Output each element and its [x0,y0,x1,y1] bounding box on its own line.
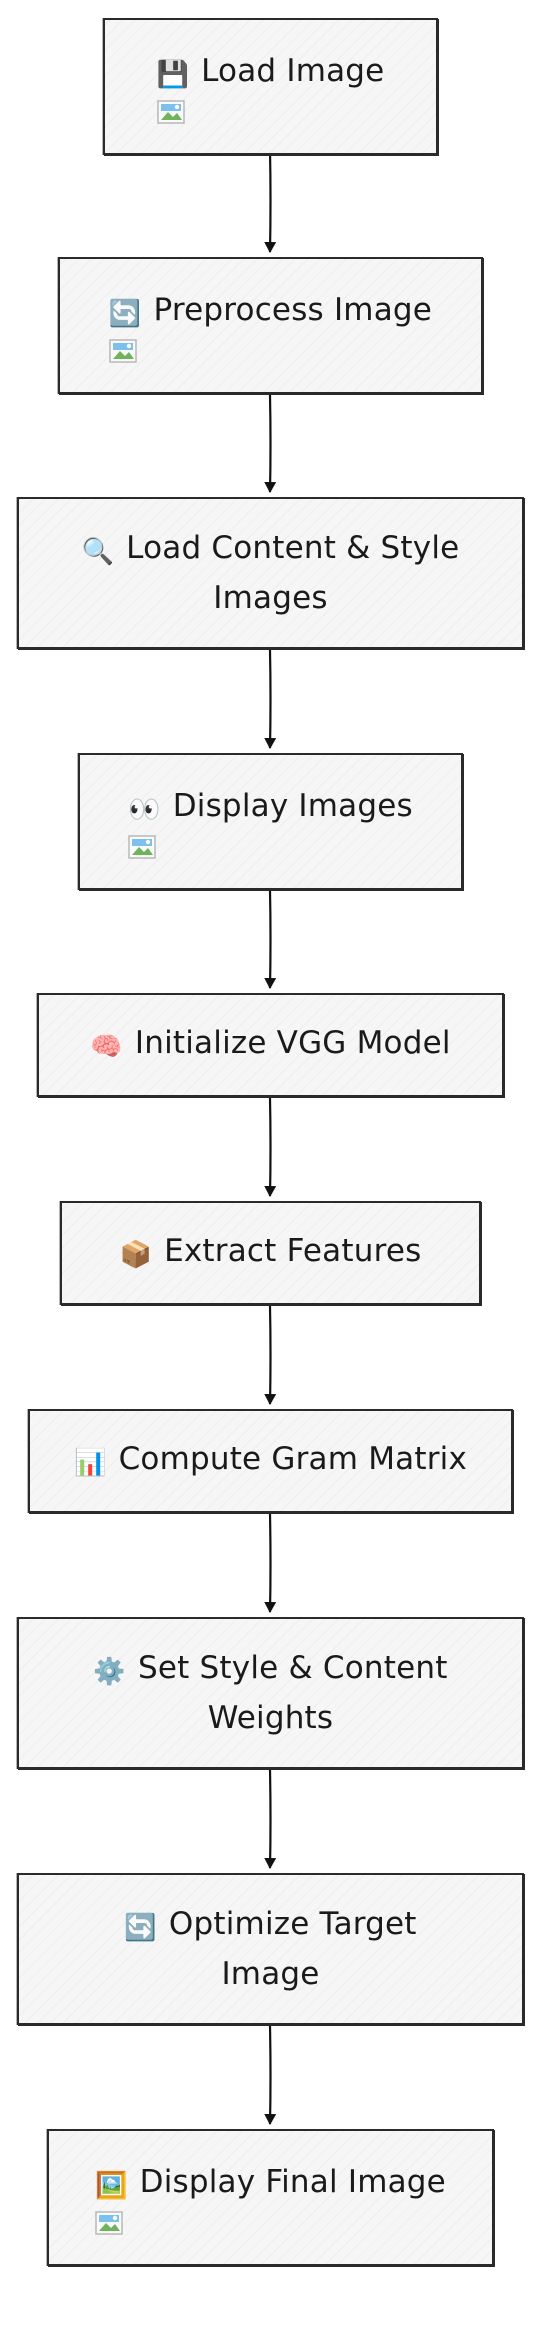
brain-icon: 🧠 [90,1032,123,1062]
broken-image-icon [128,834,158,861]
node-label: Preprocess Image [153,291,433,328]
arrow-set-to-optimize [264,1769,277,1869]
arrow-preprocess-to-load-content [264,394,277,493]
node-label: Load Image [201,52,385,89]
broken-image-icon [156,99,187,126]
package-icon: 📦 [119,1240,153,1270]
node-load-content-style-images[interactable]: 🔍 Load Content & Style Images [17,497,524,649]
bar-chart-icon: 📊 [73,1448,107,1478]
refresh-icon: 🔄 [124,1913,157,1943]
node-load-image[interactable]: 💾 Load Image [103,18,438,155]
node-set-style-content-weights[interactable]: ⚙️ Set Style & Content Weights [17,1617,524,1769]
broken-image-icon [109,338,139,365]
arrow-load-content-to-display [264,649,277,749]
node-label-line-1: Load Content & Style [126,530,460,566]
arrow-display-to-initialize [264,889,277,989]
arrow-optimize-to-display-final [264,2025,277,2125]
node-label-line-1: Set Style & Content [137,1650,448,1686]
node-extract-features[interactable]: 📦 Extract Features [60,1201,481,1305]
node-compute-gram-matrix[interactable]: 📊 Compute Gram Matrix [28,1409,513,1513]
node-initialize-vgg-model[interactable]: 🧠 Initialize VGG Model [37,993,504,1097]
arrow-initialize-to-extract [264,1097,277,1197]
node-label: Display Final Image [139,2163,446,2200]
node-label-line-1: Optimize Target [168,1906,417,1942]
node-label-line-2: Images [213,580,328,616]
framed-picture-icon: 🖼️ [95,2170,128,2201]
node-display-images[interactable]: 👀 Display Images [78,753,463,890]
node-label: Initialize VGG Model [134,1025,451,1061]
node-label-line-2: Weights [207,1700,334,1736]
arrow-load-to-preprocess [264,149,277,253]
node-display-final-image[interactable]: 🖼️ Display Final Image [47,2129,494,2266]
node-preprocess-image[interactable]: 🔄 Preprocess Image [58,257,483,394]
gear-icon: ⚙️ [93,1657,126,1687]
node-label: Display Images [172,787,413,824]
node-label: Compute Gram Matrix [118,1441,467,1477]
arrow-compute-to-set [264,1513,277,1613]
arrow-extract-to-compute [264,1305,277,1405]
node-label: Extract Features [164,1233,422,1269]
node-optimize-target-image[interactable]: 🔄 Optimize Target Image [17,1873,524,2025]
broken-image-icon [95,2210,125,2237]
node-label-line-2: Image [221,1956,320,1992]
refresh-icon: 🔄 [108,298,142,329]
floppy-disk-icon: 💾 [156,59,190,90]
eyes-icon: 👀 [128,794,161,825]
magnifier-icon: 🔍 [81,537,115,567]
